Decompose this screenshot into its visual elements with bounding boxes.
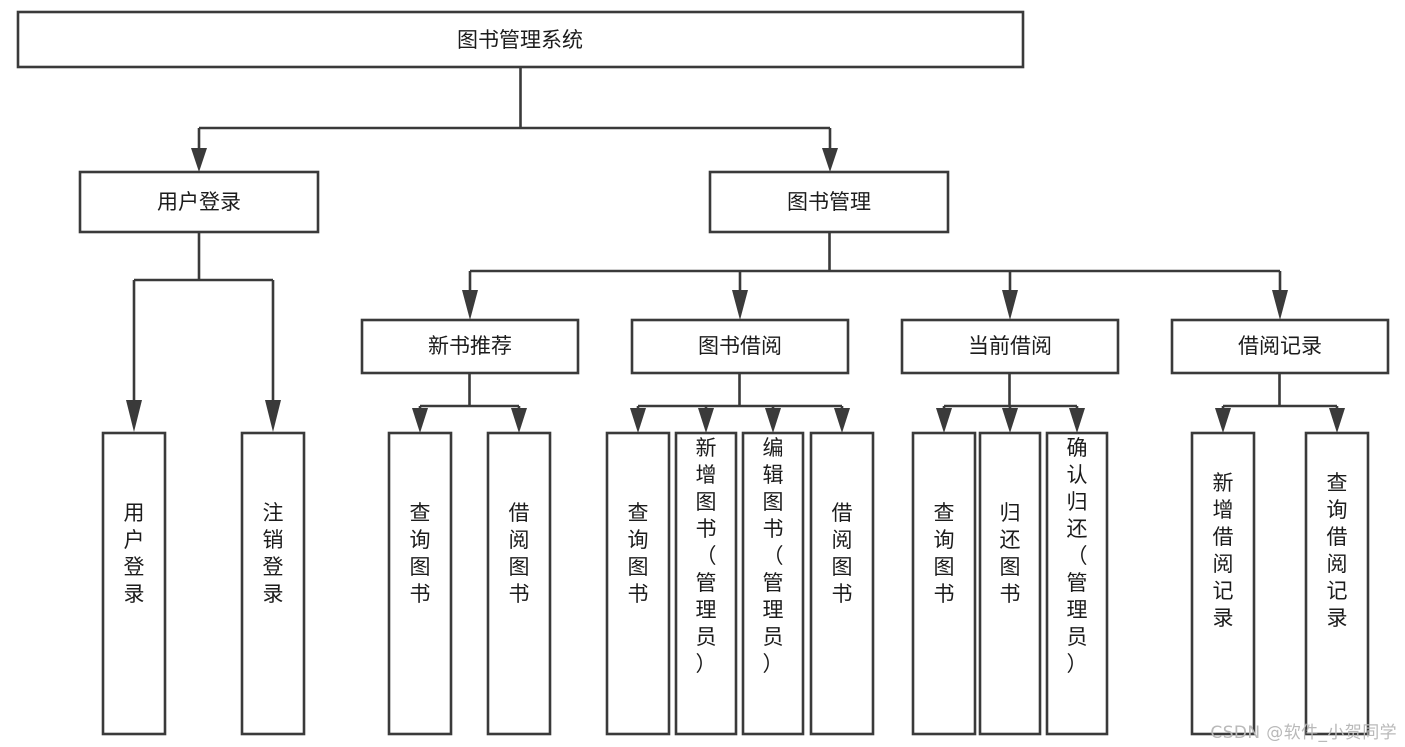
node-book-borrow-box[interactable] [630, 318, 850, 375]
leaf-borrow-book-1-box[interactable] [486, 431, 552, 736]
leaf-query-book-2-box[interactable] [605, 431, 671, 736]
arrow-head-leaf-query-record [1329, 408, 1345, 433]
node-root[interactable]: 图书管理系统 [16, 10, 1025, 69]
leaf-query-book-3-label: 查询图书 [934, 501, 955, 606]
node-user-login-box[interactable] [78, 170, 320, 234]
leaf-add-record-label: 新增借阅记录 [1213, 471, 1234, 630]
leaf-edit-book[interactable]: 编辑图书（管理员） [741, 431, 805, 736]
node-new-book-recommend-box[interactable] [360, 318, 580, 375]
node-current-borrow-label: 当前借阅 [968, 334, 1052, 358]
node-current-borrow-box[interactable] [900, 318, 1120, 375]
leaf-borrow-book-2[interactable]: 借阅图书 [809, 431, 875, 736]
leaf-add-book-box[interactable] [674, 431, 738, 736]
leaf-add-record-box[interactable] [1190, 431, 1256, 736]
leaf-query-book-1-label: 查询图书 [410, 501, 431, 606]
node-new-book-recommend[interactable]: 新书推荐 [360, 318, 580, 375]
node-book-borrow-label: 图书借阅 [698, 334, 782, 358]
arrow-head-leaf-borrow-book-1 [511, 408, 527, 433]
node-book-borrow[interactable]: 图书借阅 [630, 318, 850, 375]
leaf-query-record-label: 查询借阅记录 [1327, 471, 1348, 630]
arrow-head-leaf-query-book-3 [936, 408, 952, 433]
leaf-user-logout-box[interactable] [240, 431, 306, 736]
leaf-return-book-box[interactable] [978, 431, 1042, 736]
leaf-user-logout-label: 注销登录 [263, 501, 284, 606]
node-borrow-record[interactable]: 借阅记录 [1170, 318, 1390, 375]
leaf-user-logout[interactable]: 注销登录 [240, 431, 306, 736]
arrow-head-leaf-query-book-2 [630, 408, 646, 433]
leaf-add-record[interactable]: 新增借阅记录 [1190, 431, 1256, 736]
leaf-return-book[interactable]: 归还图书 [978, 431, 1042, 736]
leaf-user-login-label: 用户登录 [124, 501, 145, 606]
node-root-box[interactable] [16, 10, 1025, 69]
arrow-head-leaf-add-record [1215, 408, 1231, 433]
arrow-head-leaf-user-logout [265, 400, 281, 432]
arrow-head-new-book-recommend [462, 290, 478, 320]
node-user-login-label: 用户登录 [157, 190, 241, 214]
node-borrow-record-label: 借阅记录 [1238, 334, 1322, 358]
arrow-head-leaf-user-login [126, 400, 142, 432]
node-current-borrow[interactable]: 当前借阅 [900, 318, 1120, 375]
leaf-query-book-1[interactable]: 查询图书 [387, 431, 453, 736]
node-new-book-recommend-label: 新书推荐 [428, 334, 512, 358]
leaf-query-record-box[interactable] [1304, 431, 1370, 736]
node-root-label: 图书管理系统 [457, 28, 583, 52]
node-user-login[interactable]: 用户登录 [78, 170, 320, 234]
arrow-head-leaf-return-book [1002, 408, 1018, 433]
arrow-head-user-login [191, 148, 207, 172]
connector-layer [126, 67, 1345, 433]
leaf-query-book-3-box[interactable] [911, 431, 977, 736]
leaf-edit-book-label: 编辑图书（管理员） [763, 436, 784, 676]
leaf-borrow-book-2-label: 借阅图书 [832, 501, 853, 606]
leaf-borrow-book-1[interactable]: 借阅图书 [486, 431, 552, 736]
leaf-query-book-2[interactable]: 查询图书 [605, 431, 671, 736]
leaf-edit-book-box[interactable] [741, 431, 805, 736]
leaf-borrow-book-2-box[interactable] [809, 431, 875, 736]
leaf-borrow-book-1-label: 借阅图书 [509, 501, 530, 606]
node-book-management[interactable]: 图书管理 [708, 170, 950, 234]
arrow-head-leaf-confirm-return [1069, 408, 1085, 433]
arrow-head-leaf-query-book-1 [412, 408, 428, 433]
arrow-head-book-borrow [732, 290, 748, 320]
leaf-user-login[interactable]: 用户登录 [101, 431, 167, 736]
arrow-head-borrow-record [1272, 290, 1288, 320]
arrow-head-book-management [822, 148, 838, 172]
leaf-confirm-return-box[interactable] [1045, 431, 1109, 736]
leaf-add-book-label: 新增图书（管理员） [696, 436, 717, 676]
leaf-add-book[interactable]: 新增图书（管理员） [674, 431, 738, 736]
node-borrow-record-box[interactable] [1170, 318, 1390, 375]
leaf-query-book-1-box[interactable] [387, 431, 453, 736]
leaf-query-record[interactable]: 查询借阅记录 [1304, 431, 1370, 736]
watermark-credit: CSDN @软件_小贺同学 [1210, 723, 1397, 743]
leaf-query-book-2-label: 查询图书 [628, 501, 649, 606]
arrow-head-leaf-add-book [698, 408, 714, 433]
leaf-return-book-label: 归还图书 [1000, 501, 1021, 606]
node-book-management-box[interactable] [708, 170, 950, 234]
arrow-head-current-borrow [1002, 290, 1018, 320]
arrow-head-leaf-borrow-book-2 [834, 408, 850, 433]
leaf-query-book-3[interactable]: 查询图书 [911, 431, 977, 736]
arrow-head-leaf-edit-book [765, 408, 781, 433]
leaf-confirm-return[interactable]: 确认归还（管理员） [1045, 431, 1109, 736]
leaf-confirm-return-label: 确认归还（管理员） [1067, 436, 1088, 676]
node-book-management-label: 图书管理 [787, 190, 871, 214]
leaf-user-login-box[interactable] [101, 431, 167, 736]
